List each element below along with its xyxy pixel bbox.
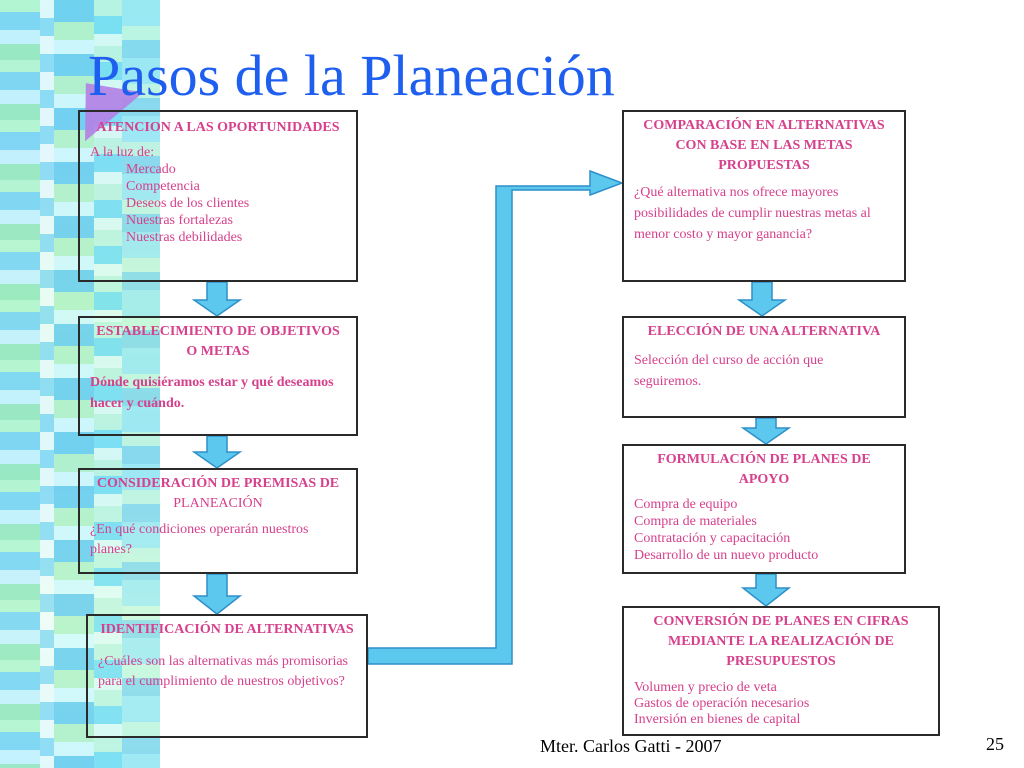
list-item: Contratación y capacitación [634, 531, 791, 546]
footer-author: Mter. Carlos Gatti - 2007 [540, 736, 722, 756]
box-oportunidades: ATENCION A LAS OPORTUNIDADES A la luz de… [78, 110, 358, 282]
box-heading: COMPARACIÓN EN ALTERNATIVAS CON BASE EN … [643, 118, 885, 173]
list-item: Gastos de operación necesarios [634, 696, 810, 711]
box-heading: CONSIDERACIÓN DE PREMISAS DE [96, 476, 340, 491]
box-body: Selección del curso de acción que seguir… [634, 353, 824, 389]
box-alternativas: IDENTIFICACIÓN DE ALTERNATIVAS ¿Cuáles s… [86, 614, 368, 738]
box-presupuestos: CONVERSIÓN DE PLANES EN CIFRAS MEDIANTE … [622, 606, 940, 736]
connector-arrow [367, 169, 625, 665]
box-heading: IDENTIFICACIÓN DE ALTERNATIVAS [100, 622, 354, 637]
box-premisas: CONSIDERACIÓN DE PREMISAS DE PLANEACIÓN … [78, 468, 358, 574]
list-item: Nuestras fortalezas [126, 213, 233, 228]
box-body: ¿Qué alternativa nos ofrece mayores posi… [634, 185, 871, 242]
list-item: Compra de materiales [634, 514, 757, 529]
list-item: Volumen y precio de veta [634, 680, 777, 695]
box-intro: A la luz de: [90, 145, 155, 160]
down-arrow-6 [740, 573, 792, 607]
list-item: Competencia [126, 179, 200, 194]
list-item: Mercado [126, 162, 176, 177]
list-item: Desarrollo de un nuevo producto [634, 548, 819, 563]
box-body: Dónde quisiéramos estar y qué deseamos h… [90, 375, 334, 411]
box-heading: CONVERSIÓN DE PLANES EN CIFRAS MEDIANTE … [653, 614, 909, 669]
down-arrow-3 [191, 573, 243, 615]
slide-title: Pasos de la Planeación [88, 43, 615, 108]
slide-number: 25 [986, 734, 1004, 754]
box-heading-normal: PLANEACIÓN [173, 496, 263, 511]
box-comparacion: COMPARACIÓN EN ALTERNATIVAS CON BASE EN … [622, 110, 906, 282]
box-heading: FORMULACIÓN DE PLANES DE APOYO [657, 452, 871, 487]
box-heading: ESTABLECIMIENTO DE OBJETIVOS O METAS [96, 324, 340, 359]
box-heading: ATENCION A LAS OPORTUNIDADES [96, 120, 340, 135]
list-item: Inversión en bienes de capital [634, 712, 801, 727]
list-item: Compra de equipo [634, 497, 738, 512]
down-arrow-2 [191, 435, 243, 469]
box-eleccion: ELECCIÓN DE UNA ALTERNATIVA Selección de… [622, 316, 906, 418]
box-body: ¿Cuáles son las alternativas más promiso… [98, 654, 348, 689]
decorative-side-band [0, 0, 160, 768]
box-body: ¿En qué condiciones operarán nuestros pl… [90, 522, 309, 557]
box-objetivos: ESTABLECIMIENTO DE OBJETIVOS O METAS Dón… [78, 316, 358, 436]
down-arrow-1 [191, 281, 243, 317]
down-arrow-4 [736, 281, 788, 317]
box-planes-apoyo: FORMULACIÓN DE PLANES DE APOYO Compra de… [622, 444, 906, 574]
list-item: Nuestras debilidades [126, 230, 243, 245]
box-heading: ELECCIÓN DE UNA ALTERNATIVA [647, 324, 881, 339]
down-arrow-5 [740, 417, 792, 445]
list-item: Deseos de los clientes [126, 196, 250, 211]
